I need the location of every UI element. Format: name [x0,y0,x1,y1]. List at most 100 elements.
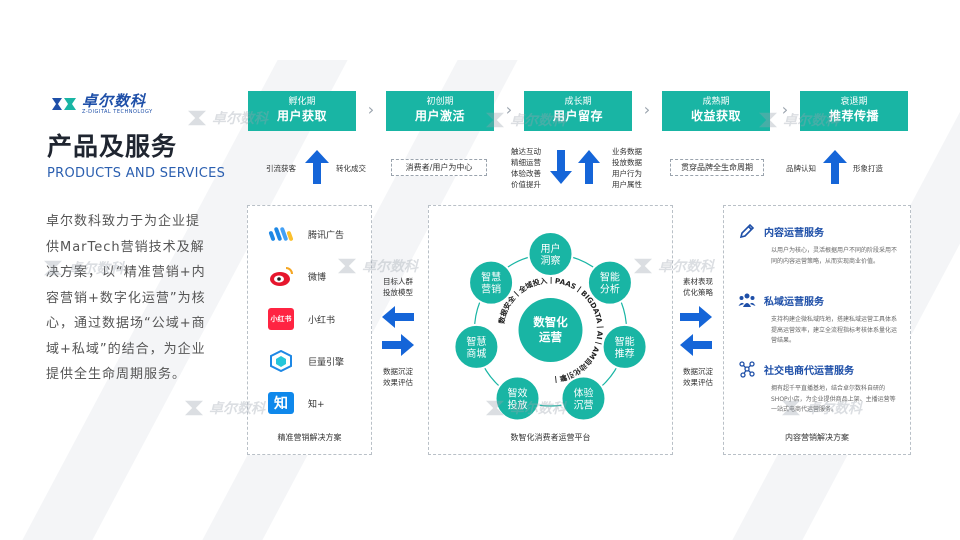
watermark-text: 卓尔数科 [510,113,566,129]
left-link-bottom-item: 数据沉淀 [383,367,413,376]
feature-node [601,323,648,370]
pen-icon [739,223,755,239]
watermark-logo: 卓尔数科 [42,258,124,278]
left-link-bottom-item: 效果评估 [383,378,413,387]
ad-platform-name: 腾讯广告 [308,230,345,241]
ad-platform-item: 微博 [268,265,326,287]
phase-box: 成长期 用户留存 [524,91,632,131]
chevron-right-icon: › [643,100,651,119]
retention-right-labels: 业务数据 投放数据 用户行为 用户属性 [612,146,642,190]
right-arrow-icon [382,334,414,356]
ad-platform-item: 知 知+ [268,392,325,414]
feature-node-label: 用户 [541,242,561,255]
phase-box: 初创期 用户激活 [386,91,494,131]
feature-node [494,375,541,422]
right-arrow-icon [680,306,712,328]
retention-left-item: 精细运营 [511,158,541,167]
watermark-mark-icon [486,112,504,128]
feature-node [468,259,515,306]
ad-platform-name: 微博 [308,272,327,283]
feature-node [453,323,500,370]
chevron-right-icon: › [781,100,789,119]
feature-node-label: 智能 [600,271,620,284]
watermark-logo: 卓尔数科 [484,398,566,418]
brand-name-en: Z-DIGITAL TECHNOLOGY [82,109,153,115]
left-link-top-item: 目标人群 [383,277,413,286]
retention-right-item: 用户属性 [612,180,642,189]
retention-left-item: 价值提升 [511,180,541,189]
feature-node-label: 沉营 [573,398,593,411]
brand-logo: 卓尔数科 Z-DIGITAL TECHNOLOGY [52,93,153,115]
service-title: 社交电商代运营服务 [764,365,854,377]
watermark-mark-icon [782,400,800,416]
phase-name: 用户激活 [414,109,465,123]
acquisition-right-label: 转化成交 [336,164,366,173]
retention-right-item: 业务数据 [612,147,642,156]
watermark-text: 卓尔数科 [212,111,268,127]
service-item: 社交电商代运营服务 拥有超千平直播基地，结合卓尔数科自研的SHOP小店，为企业提… [738,360,900,416]
ad-platform-item: 腾讯广告 [268,223,344,245]
service-title: 私域运营服务 [764,296,824,308]
network-icon [739,361,755,378]
retention-left-item: 触达互动 [511,147,541,156]
watermark-text: 卓尔数科 [658,259,714,275]
watermark-text: 卓尔数科 [783,113,839,129]
right-link-bottom-item: 数据沉淀 [683,367,713,376]
phase-name: 用户留存 [552,109,603,123]
logo-mark-icon [52,98,76,110]
people-icon [738,293,756,307]
spread-right-label: 形象打造 [853,164,883,173]
right-link-top-labels: 素材表现 优化策略 [683,276,713,298]
right-link-bottom-item: 效果评估 [683,378,713,387]
watermark-text: 卓尔数科 [362,259,418,275]
phase-stage: 初创期 [426,97,454,107]
right-link-bottom-labels: 数据沉淀 效果评估 [683,366,713,388]
left-arrow-icon [680,334,712,356]
right-link-top-item: 优化策略 [683,288,713,297]
ad-platform-name: 知+ [308,399,325,410]
chevron-right-icon: › [367,100,375,119]
ad-platform-name: 小红书 [308,315,336,326]
spread-left-label: 品牌认知 [786,164,816,173]
intro-text: 卓尔数科致力于为企业提供MarTech营销技术及解决方案，以“精准营销+内容营销… [46,214,206,382]
down-arrow-icon [550,150,572,184]
feature-node [527,231,574,277]
service-title: 内容运营服务 [764,227,824,239]
precision-marketing-panel [247,205,372,455]
phase-stage: 成长期 [564,97,592,107]
feature-node-label: 智慧 [466,335,486,348]
service-item: 私域运营服务 支持构建企微私域阵地，搭建私域运营工具体系提高运营效率，建立全流程… [738,291,900,347]
watermark-text: 卓尔数科 [209,401,265,417]
activation-pill: 消费者/用户为中心 [391,159,487,176]
chevron-right-icon: › [505,100,513,119]
retention-left-item: 体验改善 [511,169,541,178]
brand-name: 卓尔数科 [82,92,147,110]
phase-name: 收益获取 [690,109,741,123]
ad-platform-name: 巨量引擎 [308,357,345,368]
zhihu-icon: 知 [268,392,294,414]
watermark-logo: 卓尔数科 [336,256,418,276]
feature-node-label: 分析 [600,283,620,296]
watermark-logo: 卓尔数科 [484,110,566,130]
watermark-mark-icon [188,110,206,126]
feature-node-label: 商城 [466,347,486,360]
lifecycle-pill: 贯穿品牌全生命周期 [670,159,764,176]
service-description: 支持构建企微私域阵地，搭建私域运营工具体系提高运营效率，建立全流程指标考核体系量… [771,316,898,344]
platform-diagram: 数据安全丨全域投入丨PAAS丨BIGDATA丨AI丨AM自动化引擎丨 数智化 运… [453,231,648,422]
service-description: 拥有超千平直播基地，结合卓尔数科自研的SHOP小店，为企业提供商品上架、主播运营… [771,385,896,413]
feature-node-label: 洞察 [541,254,561,267]
watermark-logo: 卓尔数科 [186,108,268,128]
watermark-text: 卓尔数科 [806,401,862,417]
watermark-mark-icon [338,258,356,274]
xiaohongshu-icon: 小红书 [268,308,294,330]
ad-platform-item: 巨量引擎 [268,350,344,372]
retention-right-item: 投放数据 [612,158,642,167]
phase-stage: 衰退期 [840,97,868,107]
feature-node [586,259,633,306]
feature-node-label: 营销 [481,283,501,296]
up-arrow-icon [305,150,329,184]
right-link-top-item: 素材表现 [683,277,713,286]
core-label-line1: 数智化 [533,315,568,329]
service-item: 内容运营服务 以用户为核心，灵活根据用户不同的阶段采用不同的内容运营策略，从而实… [738,222,900,267]
